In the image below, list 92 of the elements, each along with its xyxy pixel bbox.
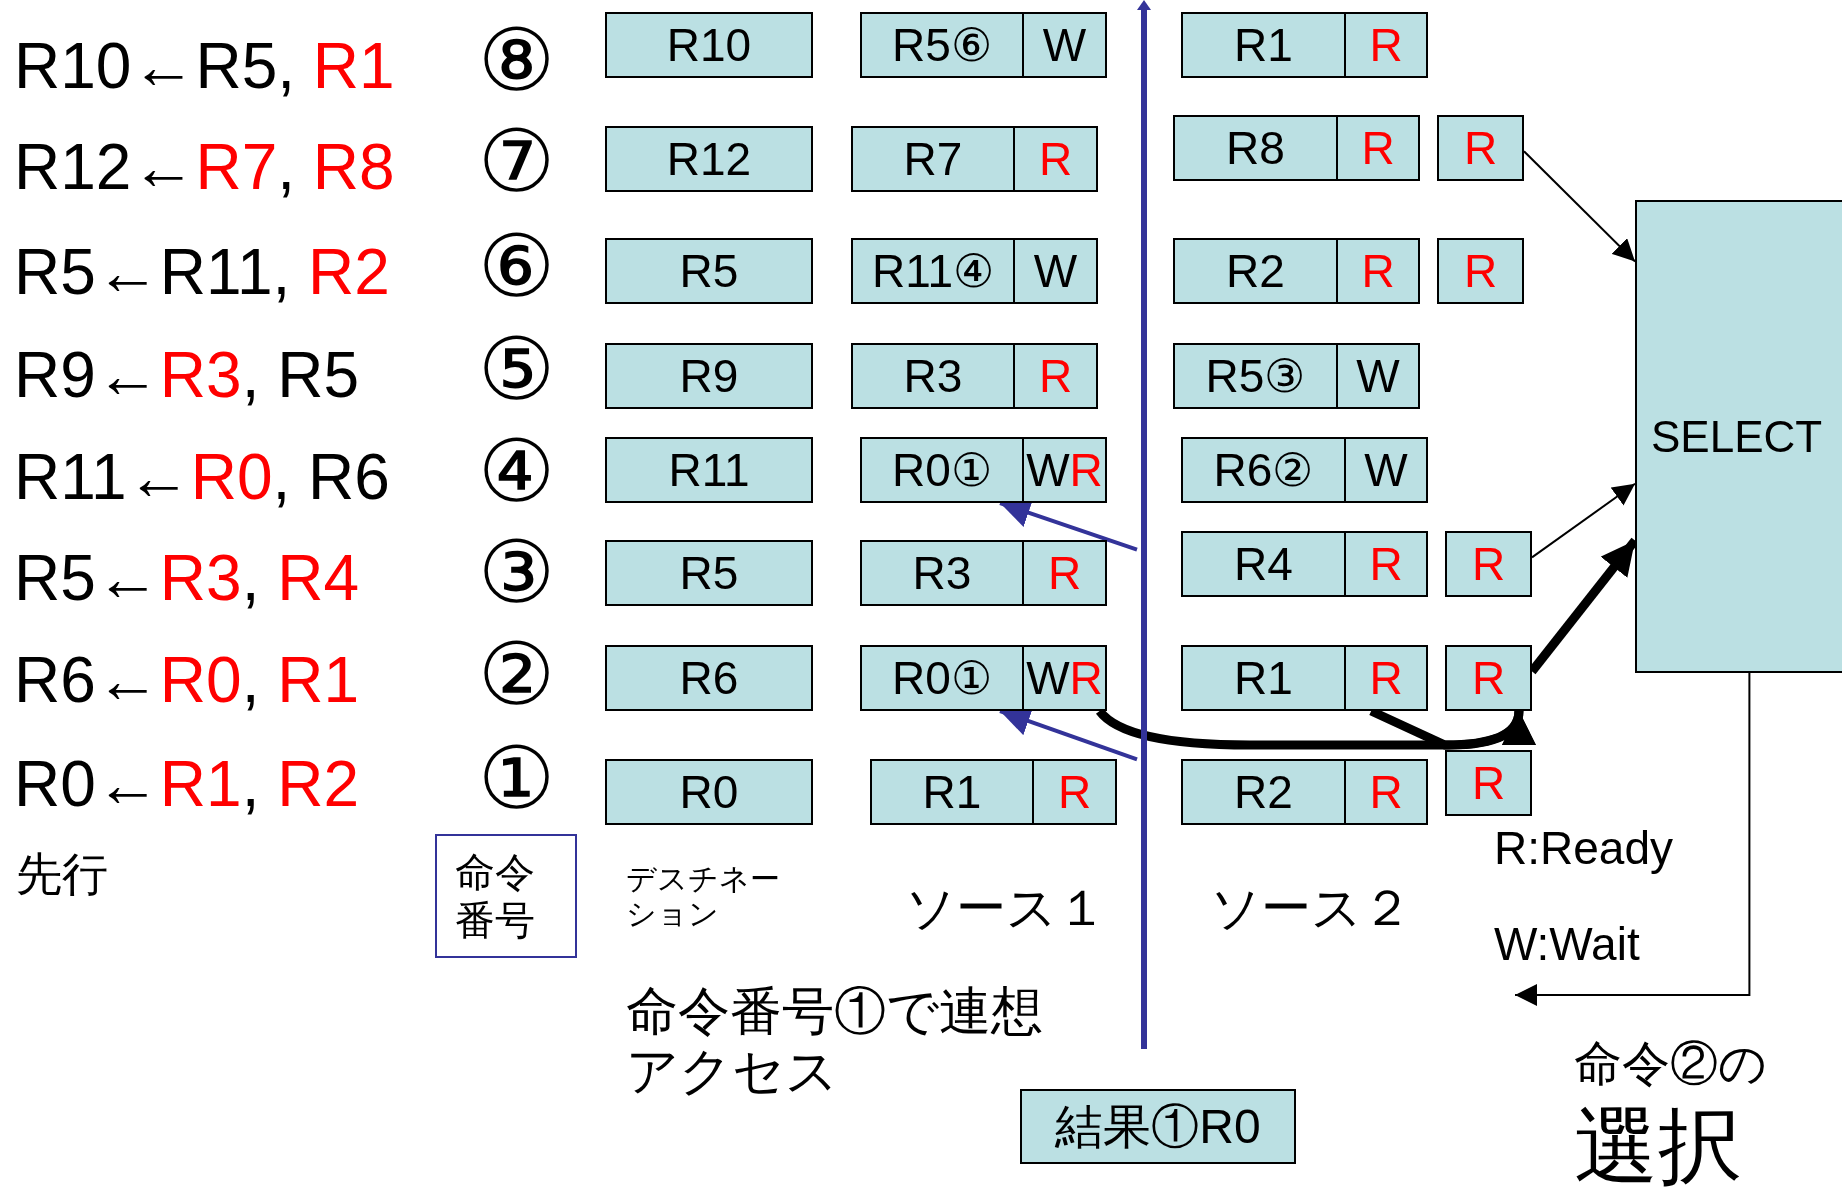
register-name: R4 — [1233, 537, 1294, 592]
column-heading: ソース１ — [905, 880, 1107, 938]
register-name: R11④ — [871, 244, 995, 299]
instruction-number: ⑥ — [478, 223, 555, 309]
instruction-text: R10←R5, R1 — [14, 30, 395, 104]
register-name: R3 — [902, 349, 964, 404]
status-flag: R — [1344, 533, 1426, 595]
note-text: 選択 — [1574, 1098, 1742, 1195]
destination-box: R5 — [605, 238, 813, 304]
source-entry — [860, 12, 1107, 78]
register-name: R1 — [1233, 18, 1294, 73]
instruction-number: ③ — [478, 529, 555, 615]
status-flag: W — [1013, 240, 1096, 302]
flag-box: R — [1437, 238, 1524, 304]
register-name: R5③ — [1204, 349, 1307, 404]
source-entry — [1181, 645, 1428, 711]
destination-box: R12 — [605, 126, 813, 192]
instruction-text: R5←R11, R2 — [14, 236, 390, 310]
arrow — [1531, 482, 1636, 559]
instruction-number: ② — [478, 631, 555, 717]
note-text: 命令②の — [1574, 1036, 1767, 1092]
status-flag: R — [1032, 761, 1115, 823]
column-heading: ソース２ — [1210, 880, 1412, 938]
caption-text: 先行 — [16, 848, 108, 901]
result-bus-line — [1137, 0, 1151, 1049]
source-entry — [860, 437, 1107, 503]
instruction-number: ⑦ — [478, 118, 555, 204]
register-name: R7 — [902, 132, 964, 187]
register-name: R8 — [1225, 121, 1286, 176]
destination-box: R11 — [605, 437, 813, 503]
status-flag: R — [1344, 761, 1426, 823]
instruction-text: R11←R0, R6 — [14, 441, 390, 515]
register-name: R0① — [891, 443, 993, 498]
destination-box: R10 — [605, 12, 813, 78]
instruction-text: R0←R1, R2 — [14, 748, 359, 822]
status-flag: W — [1022, 14, 1105, 76]
key-text: W:Wait — [1494, 918, 1640, 971]
arrow — [1523, 150, 1636, 263]
source-entry — [851, 238, 1098, 304]
source-entry — [870, 759, 1117, 825]
status-flag: W — [1336, 345, 1418, 407]
instruction-number: ⑤ — [478, 326, 555, 412]
select-unit-box: SELECT — [1635, 200, 1842, 673]
flag-box: R — [1437, 115, 1524, 181]
status-flag: R — [1336, 240, 1418, 302]
status-flag: R — [1013, 345, 1096, 407]
flag-box: R — [1445, 645, 1532, 711]
result-box: 結果①R0 — [1020, 1089, 1296, 1164]
status-flag: W — [1344, 439, 1426, 501]
instruction-text: R12←R7, R8 — [14, 131, 395, 205]
status-flag: R — [1344, 14, 1426, 76]
destination-box: R6 — [605, 645, 813, 711]
destination-box: R9 — [605, 343, 813, 409]
instruction-number: ④ — [478, 428, 555, 514]
status-flag: R — [1336, 117, 1418, 179]
status-flag: WR — [1022, 439, 1105, 501]
instruction-text: R9←R3, R5 — [14, 339, 359, 413]
register-name: R6② — [1212, 443, 1315, 498]
register-name: R3 — [911, 546, 973, 601]
instruction-number-box: 命令番号 — [435, 834, 577, 958]
destination-box: R0 — [605, 759, 813, 825]
instruction-number: ① — [478, 735, 555, 821]
arrow — [1514, 672, 1751, 1006]
register-name: R0① — [891, 651, 993, 706]
source-entry — [1173, 115, 1420, 181]
register-name: R2 — [1233, 765, 1294, 820]
flag-box: R — [1445, 750, 1532, 816]
source-entry — [1181, 437, 1428, 503]
source-entry — [1181, 12, 1428, 78]
source-entry — [860, 540, 1107, 606]
status-flag: R — [1344, 647, 1426, 709]
register-name: R1 — [1233, 651, 1294, 706]
column-heading: デスチネーション — [626, 862, 781, 931]
instruction-text: R6←R0, R1 — [14, 644, 359, 718]
source-entry — [1181, 531, 1428, 597]
source-entry — [851, 126, 1098, 192]
source-entry — [851, 343, 1098, 409]
source-entry — [1173, 238, 1420, 304]
instruction-text: R5←R3, R4 — [14, 542, 359, 616]
source-entry — [1181, 759, 1428, 825]
status-flag: R — [1022, 542, 1105, 604]
destination-box: R5 — [605, 540, 813, 606]
key-text: R:Ready — [1494, 822, 1673, 875]
flag-box: R — [1445, 531, 1532, 597]
register-name: R2 — [1225, 244, 1286, 299]
source-entry — [860, 645, 1107, 711]
source-entry — [1173, 343, 1420, 409]
status-flag: WR — [1022, 647, 1105, 709]
register-name: R5⑥ — [891, 18, 993, 73]
instruction-number: ⑧ — [478, 17, 555, 103]
status-flag: R — [1013, 128, 1096, 190]
register-name: R1 — [921, 765, 983, 820]
